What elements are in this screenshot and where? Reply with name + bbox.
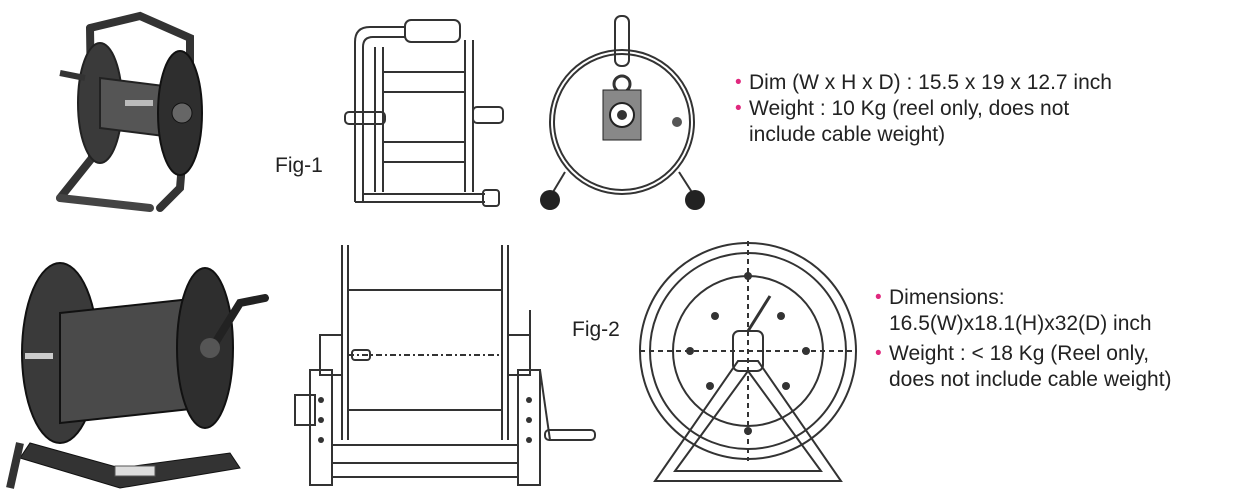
fig1-spec-weight: • Weight : 10 Kg (reel only, does not in… bbox=[735, 97, 1070, 146]
fig1-spec-dimensions: • Dim (W x H x D) : 15.5 x 19 x 12.7 inc… bbox=[735, 71, 1112, 94]
fig1-label: Fig-1 bbox=[275, 154, 323, 177]
bullet-icon: • bbox=[875, 343, 882, 364]
fig1-specs: • Dim (W x H x D) : 15.5 x 19 x 12.7 inc… bbox=[735, 70, 1215, 152]
reel-side-drawing-fig1 bbox=[344, 19, 504, 207]
bullet-icon: • bbox=[875, 287, 882, 308]
fig2-label: Fig-2 bbox=[572, 318, 620, 341]
reel-photo-large bbox=[6, 262, 269, 489]
bullet-icon: • bbox=[735, 98, 742, 119]
fig2-spec-weight: • Weight : < 18 Kg (Reel only, does not … bbox=[875, 342, 1172, 391]
reel-front-drawing-fig1 bbox=[540, 15, 705, 210]
reel-side-drawing-fig2 bbox=[294, 245, 596, 486]
reel-photo-small bbox=[56, 11, 203, 212]
reel-front-drawing-fig2 bbox=[639, 241, 857, 482]
fig2-specs: • Dimensions: 16.5(W)x18.1(H)x32(D) inch… bbox=[875, 285, 1225, 397]
fig2-spec-dimensions: • Dimensions: 16.5(W)x18.1(H)x32(D) inch bbox=[875, 286, 1152, 335]
bullet-icon: • bbox=[735, 72, 742, 93]
